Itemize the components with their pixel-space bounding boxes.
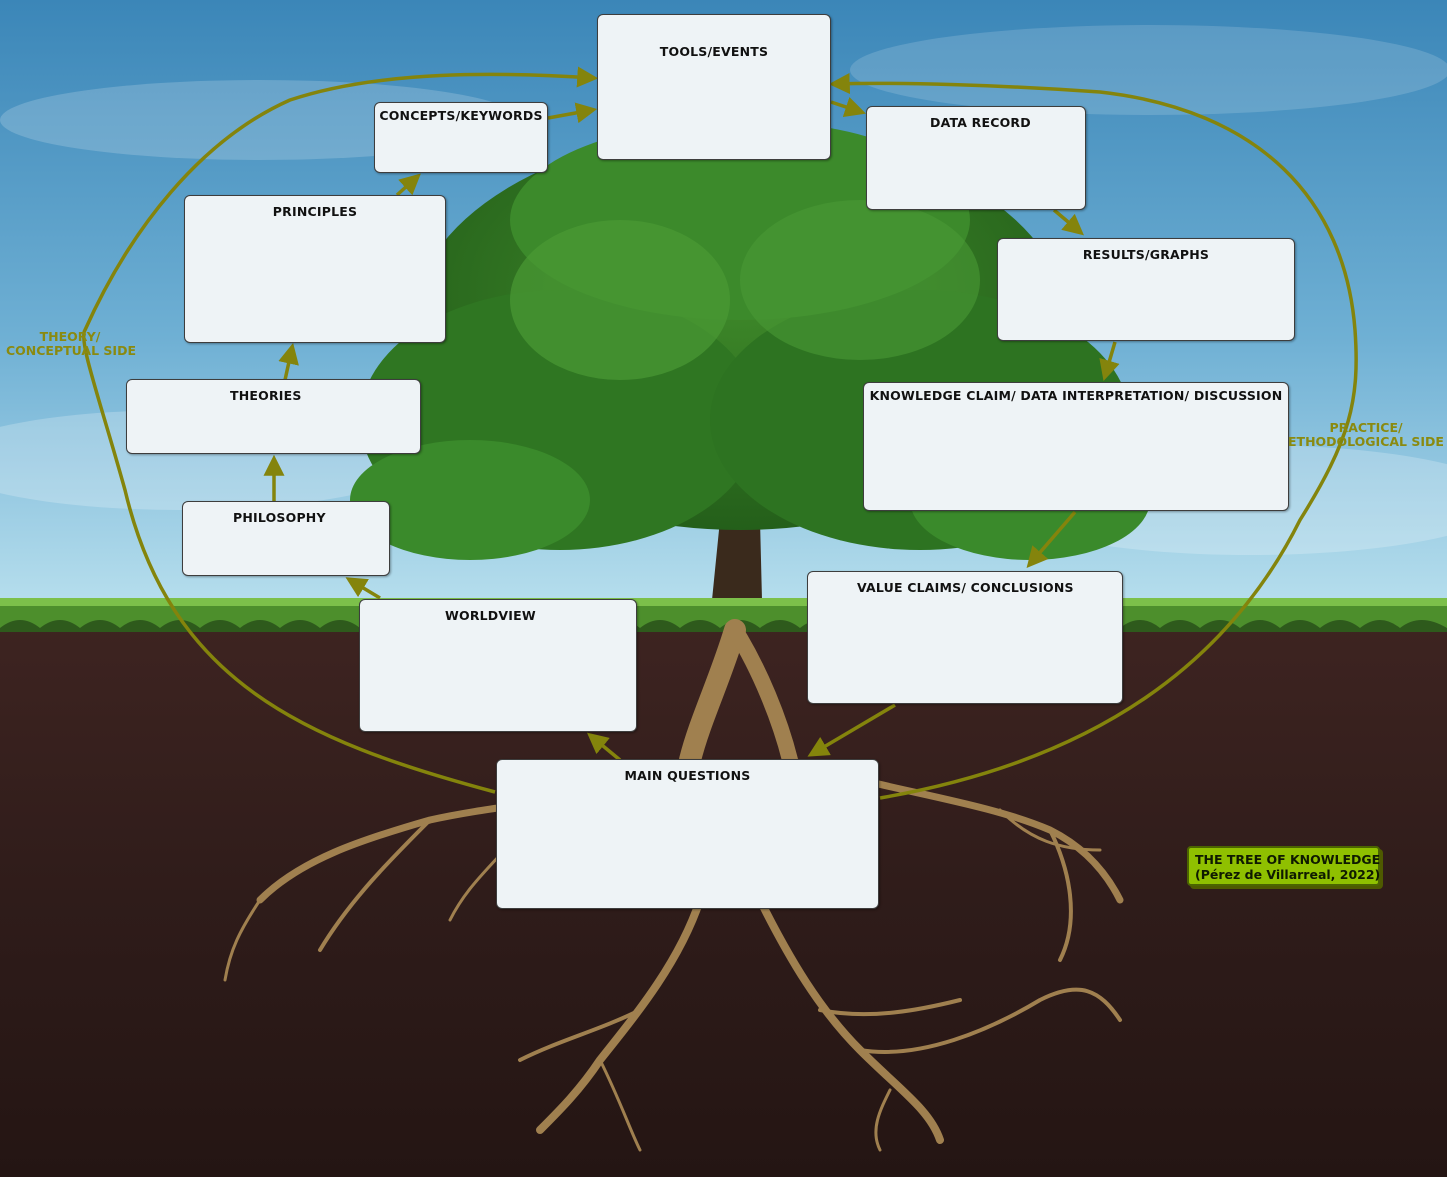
theory-side-label: THEORY/ CONCEPTUAL SIDE [6,329,136,358]
credit-title: THE TREE OF KNOWLEDGE [1195,852,1381,867]
node-data-record[interactable]: DATA RECORD [866,106,1086,210]
node-title: VALUE CLAIMS/ CONCLUSIONS [857,580,1074,595]
node-title: THEORIES [230,388,302,403]
node-title: WORLDVIEW [445,608,536,623]
node-title: TOOLS/EVENTS [659,44,769,59]
node-title: PRINCIPLES [272,204,358,219]
credit-badge: THE TREE OF KNOWLEDGE (Pérez de Villarre… [1187,846,1380,886]
node-title: MAIN QUESTIONS [624,768,751,783]
node-title: RESULTS/GRAPHS [1082,247,1210,262]
node-theories[interactable]: THEORIES [126,379,421,454]
node-knowledge-claim[interactable]: KNOWLEDGE CLAIM/ DATA INTERPRETATION/ DI… [863,382,1289,511]
node-title: PHILOSOPHY [233,510,326,525]
theory-label-line1: THEORY/ [39,329,101,344]
credit-citation: (Pérez de Villarreal, 2022) [1195,867,1381,882]
node-main-questions[interactable]: MAIN QUESTIONS [496,759,879,909]
grass-icon [0,598,1447,632]
node-worldview[interactable]: WORLDVIEW [359,599,637,732]
node-title: CONCEPTS/KEYWORDS [379,108,543,123]
node-concepts-keywords[interactable]: CONCEPTS/KEYWORDS [374,102,548,173]
node-value-claims[interactable]: VALUE CLAIMS/ CONCLUSIONS [807,571,1123,704]
node-tools-events[interactable]: TOOLS/EVENTS [597,14,831,160]
node-title: KNOWLEDGE CLAIM/ DATA INTERPRETATION/ DI… [869,388,1283,403]
practice-label-line1: PRACTICE/ [1329,420,1403,435]
theory-label-line2: CONCEPTUAL SIDE [6,343,136,358]
node-title: DATA RECORD [930,115,1031,130]
node-results-graphs[interactable]: RESULTS/GRAPHS [997,238,1295,341]
practice-side-label: PRACTICE/ ETHODOLOGICAL SIDE [1288,421,1444,449]
node-philosophy[interactable]: PHILOSOPHY [182,501,390,576]
practice-label-line2: ETHODOLOGICAL SIDE [1288,434,1444,449]
node-principles[interactable]: PRINCIPLES [184,195,446,343]
